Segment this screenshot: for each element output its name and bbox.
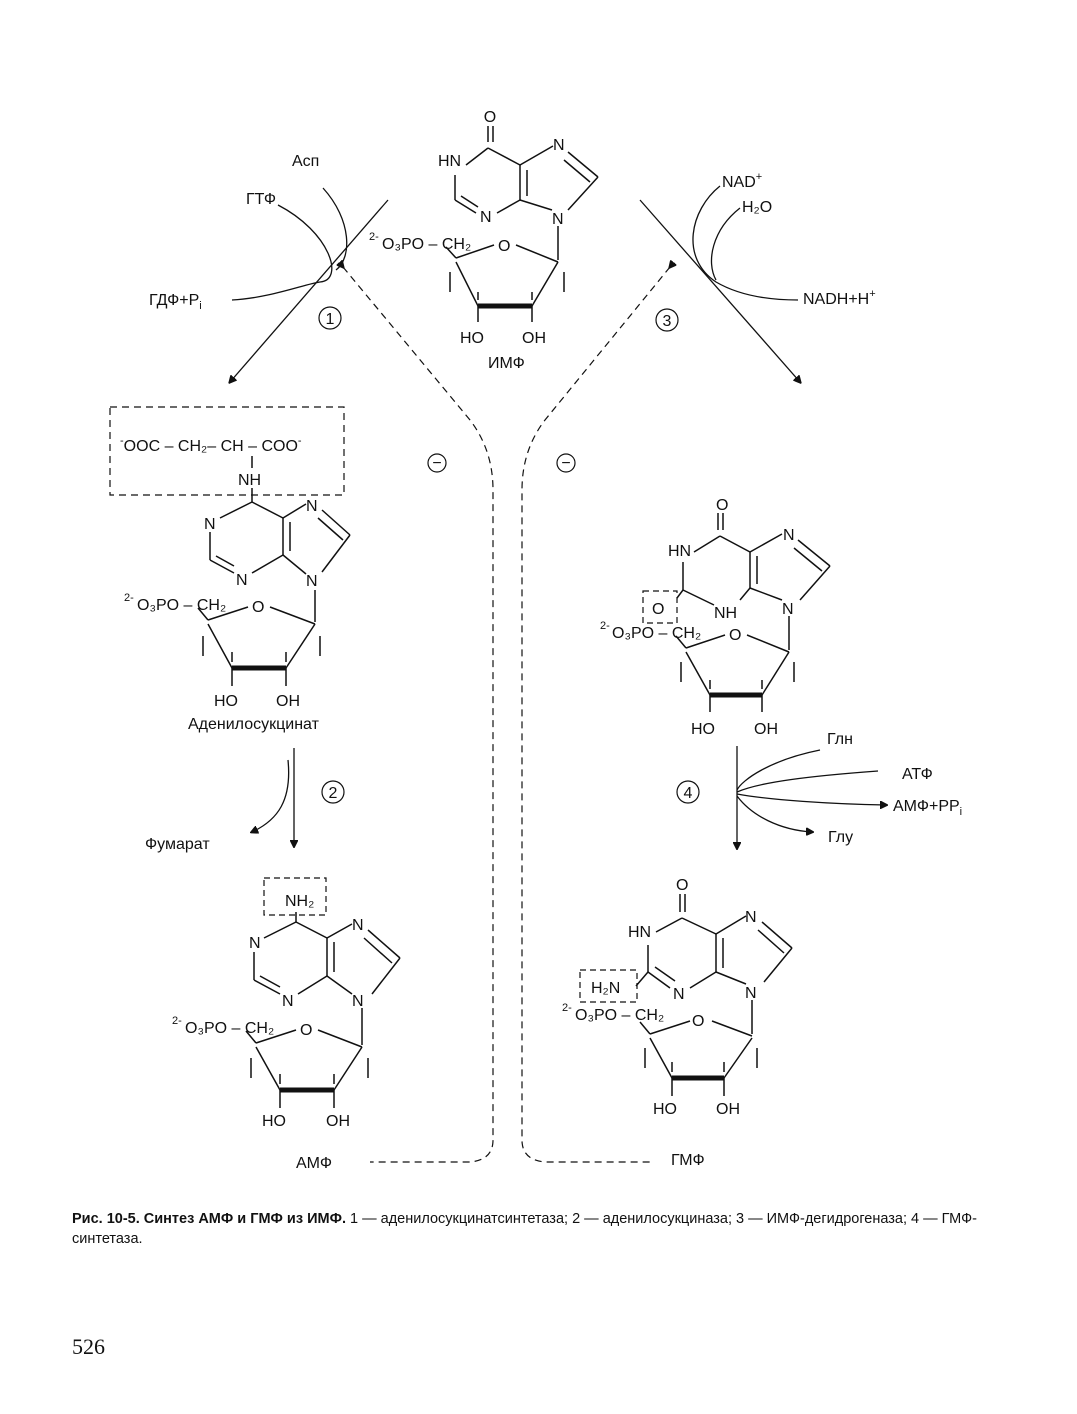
xmp-phosphate-label: O₃PO – CH₂ (612, 625, 701, 642)
reaction-4-arrows (737, 746, 886, 848)
gmp-top-oxygen: O (676, 877, 688, 894)
adenylosuccinate-n7-label: N (306, 498, 318, 515)
adenylosuccinate-nh-label: NH (238, 472, 261, 489)
page-number: 526 (72, 1334, 105, 1359)
gmp-oh-label: OH (716, 1101, 740, 1118)
amp-name: АМФ (296, 1155, 332, 1172)
gdp-pi-label: ГДФ+Pi (149, 292, 202, 312)
amp-phosphate-label: O₃PO – CH₂ (185, 1020, 274, 1037)
xmp-structure (675, 513, 831, 712)
imp-phosphate-label: O₃PO – CH₂ (382, 236, 471, 253)
adenylosuccinate-chain: -OOC – CH₂– CH – COO- (120, 435, 302, 455)
reaction-2-badge (321, 780, 345, 804)
adenylosuccinate-n1-label: N (204, 516, 216, 533)
aspartate-box (109, 406, 345, 496)
amp-n1-label: N (249, 935, 261, 952)
xmp-boxed-oxygen: O (652, 601, 664, 618)
amp-structure (245, 912, 401, 1108)
amp-n3-label: N (282, 993, 294, 1010)
reaction-3-badge (655, 308, 679, 332)
reaction-2-arrows (252, 748, 294, 846)
xmp-hn-label: HN (668, 543, 691, 560)
gmp-h2n-label: H₂N (591, 980, 620, 997)
amp-n7-label: N (352, 917, 364, 934)
imp-oxygen-label: O (484, 109, 496, 126)
feedback-inhibition-lines (343, 267, 670, 1163)
adenylosuccinate-structure (197, 456, 351, 686)
gmp-n9-label: N (745, 985, 757, 1002)
adenylosuccinate-n3-label: N (236, 572, 248, 589)
reaction-4-badge (676, 780, 700, 804)
gmp-phosphate-charge: 2- (562, 1002, 572, 1014)
xmp-n9-label: N (782, 601, 794, 618)
imp-n3-label: N (480, 209, 492, 226)
xmp-oxygen-box (642, 590, 678, 624)
imp-phosphate-charge: 2- (369, 231, 379, 243)
glu-label: Глу (828, 829, 853, 846)
amp-ring-oxygen: O (300, 1022, 312, 1039)
xmp-nh-label: NH (714, 605, 737, 622)
gmp-name: ГМФ (671, 1152, 705, 1169)
gmp-ho-label: HO (653, 1101, 677, 1118)
figure-caption-text: 1 — аденилосукцинатсинтетаза; 2 — аденил… (72, 1211, 977, 1247)
amp-n9-label: N (352, 993, 364, 1010)
xmp-ho-label: HO (691, 721, 715, 738)
imp-ho-label: HO (460, 330, 484, 347)
adenylosuccinate-n9-label: N (306, 573, 318, 590)
inhibition-left-badge (427, 453, 447, 473)
figure-caption: Рис. 10-5. Синтез АМФ и ГМФ из ИМФ. 1 — … (72, 1209, 1032, 1249)
amp-nh2-label: NH₂ (285, 893, 314, 910)
amp-ho-label: HO (262, 1113, 286, 1130)
gmp-structure (635, 894, 793, 1096)
adenylosuccinate-ho-label: HO (214, 693, 238, 710)
nad-label: NAD+ (722, 171, 762, 191)
reaction-3-number: 3 (663, 313, 672, 330)
gmp-n7-label: N (745, 909, 757, 926)
imp-n7-label: N (553, 137, 565, 154)
imp-n9-label: N (552, 211, 564, 228)
gmp-nh2-box (579, 969, 638, 1003)
reaction-1-number: 1 (326, 311, 335, 328)
figure-caption-title: Рис. 10-5. Синтез АМФ и ГМФ из ИМФ. (72, 1211, 346, 1227)
amp-ppi-label: АМФ+PPi (893, 798, 962, 818)
inhibition-left-sign: − (432, 455, 441, 472)
gln-label: Глн (827, 731, 853, 748)
reaction-4-number: 4 (684, 785, 693, 802)
h2o-label: H₂O (742, 199, 772, 216)
xmp-phosphate-charge: 2- (600, 620, 610, 632)
imp-structure (445, 126, 599, 322)
inhibition-right-badge (556, 453, 576, 473)
asp-label: Асп (292, 153, 319, 170)
amp-oh-label: OH (326, 1113, 350, 1130)
reaction-1-arrows (230, 187, 389, 382)
reaction-2-number: 2 (329, 785, 338, 802)
gmp-n3-label: N (673, 986, 685, 1003)
atp-label: АТФ (902, 766, 933, 783)
fumarate-label: Фумарат (145, 836, 210, 853)
imp-oh-label: OH (522, 330, 546, 347)
reaction-3-arrows (639, 185, 800, 382)
amp-phosphate-charge: 2- (172, 1015, 182, 1027)
adenylosuccinate-phosphate-charge: 2- (124, 592, 134, 604)
adenylosuccinate-phosphate-label: O₃PO – CH₂ (137, 597, 226, 614)
inhibition-right-sign: − (561, 455, 570, 472)
gmp-hn-label: HN (628, 924, 651, 941)
gmp-phosphate-label: O₃PO – CH₂ (575, 1007, 664, 1024)
adenylosuccinate-ring-oxygen: O (252, 599, 264, 616)
xmp-oh-label: OH (754, 721, 778, 738)
imp-hn-label: HN (438, 153, 461, 170)
xmp-ring-oxygen: O (729, 627, 741, 644)
nadh-label: NADH+H+ (803, 288, 876, 308)
xmp-top-oxygen: O (716, 497, 728, 514)
imp-name: ИМФ (488, 355, 525, 372)
imp-ring-oxygen: O (498, 238, 510, 255)
gmp-ring-oxygen: O (692, 1013, 704, 1030)
reaction-1-badge (318, 306, 342, 330)
xmp-n7-label: N (783, 527, 795, 544)
amp-nh2-box (263, 877, 327, 916)
gtp-label: ГТФ (246, 191, 276, 208)
adenylosuccinate-name: Аденилосукцинат (188, 716, 320, 733)
adenylosuccinate-oh-label: OH (276, 693, 300, 710)
